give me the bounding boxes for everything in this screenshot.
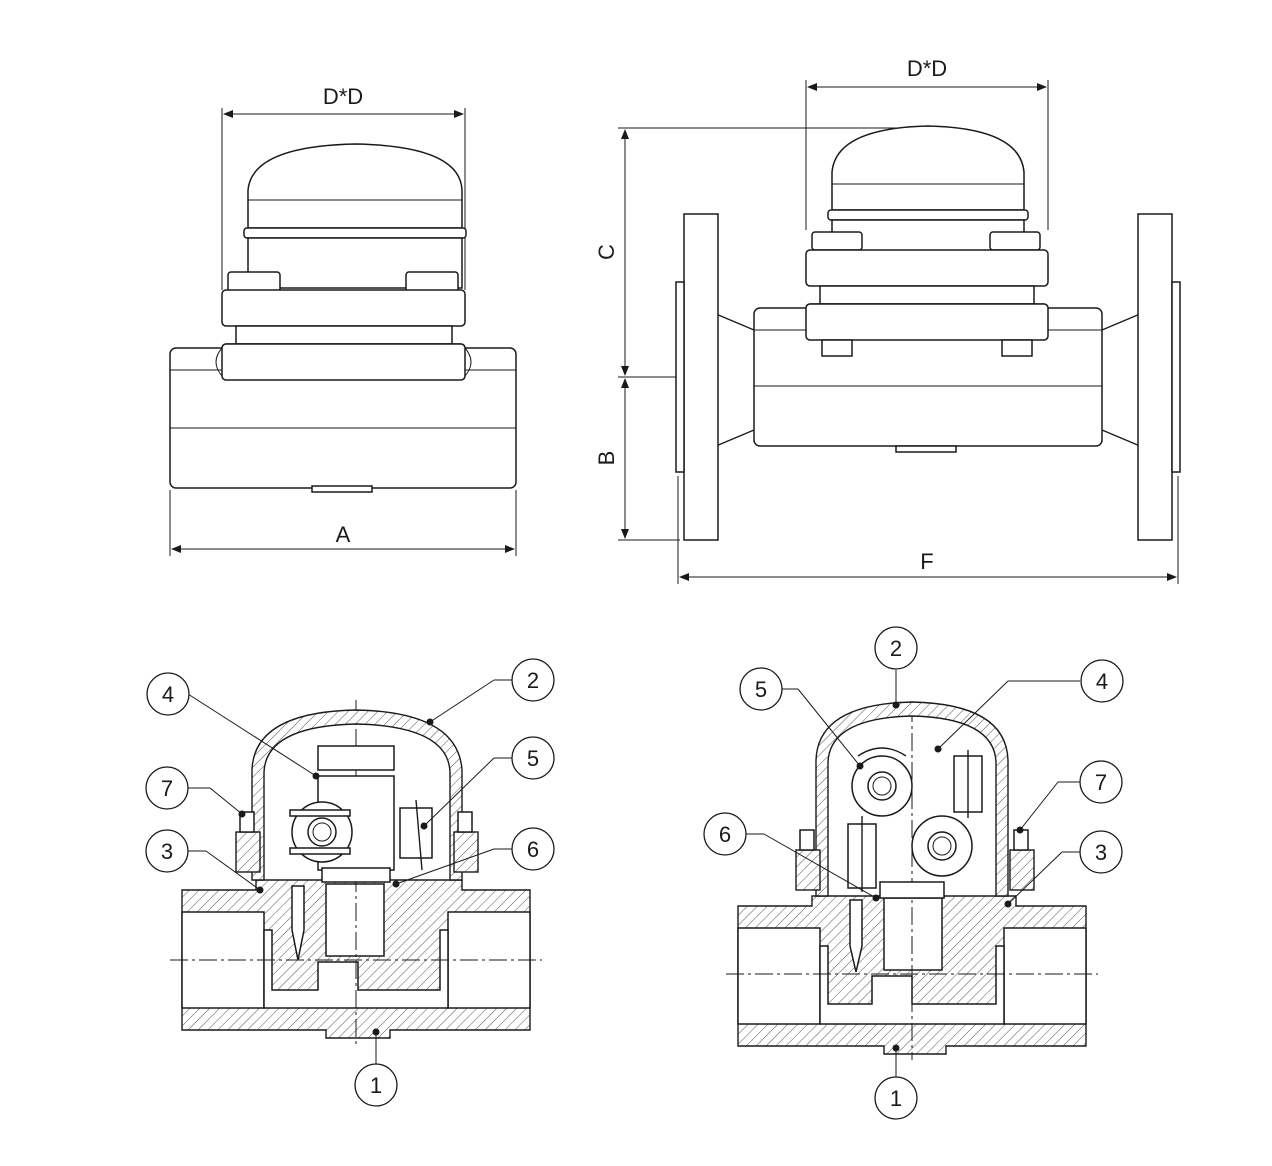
dim-label-f: F (920, 549, 933, 574)
callout-label: 3 (1095, 840, 1107, 865)
dimension-height: C B (594, 127, 930, 541)
dimension-length-a: A (169, 490, 517, 556)
callout-6-right: 6 (703, 812, 880, 902)
dim-label-dd-left: D*D (323, 84, 363, 109)
callout-3-left: 3 (145, 829, 264, 894)
callout-1-left: 1 (354, 1028, 398, 1107)
callout-label: 3 (161, 839, 173, 864)
callout-5-left: 5 (420, 736, 555, 830)
dim-label-dd-right: D*D (907, 56, 947, 81)
front-view-flanged: D*D C B (594, 56, 1181, 584)
callout-label: 6 (719, 822, 731, 847)
callout-label: 1 (890, 1086, 902, 1111)
dimension-width-left: D*D (221, 84, 466, 290)
callout-6-left: 6 (392, 827, 555, 888)
callout-label: 1 (370, 1073, 382, 1098)
section-view-right: 2 5 4 7 6 (703, 626, 1124, 1120)
callout-7-right: 7 (1016, 760, 1123, 834)
callout-7-left: 7 (145, 766, 246, 818)
callout-3-right: 3 (1004, 830, 1123, 908)
callout-1-right: 1 (874, 1044, 918, 1120)
dimension-width-right: D*D (805, 56, 1049, 230)
callout-label: 2 (527, 668, 539, 693)
callout-label: 6 (527, 837, 539, 862)
dim-label-c: C (594, 244, 619, 260)
section-view-left: 4 2 7 5 3 (145, 658, 555, 1107)
callout-2-left: 2 (426, 658, 555, 726)
callout-label: 7 (161, 776, 173, 801)
callout-label: 4 (1096, 669, 1108, 694)
callout-label: 2 (890, 636, 902, 661)
dim-label-b: B (594, 451, 619, 466)
callout-label: 5 (527, 746, 539, 771)
callout-2-right: 2 (874, 626, 918, 709)
callout-5-right: 5 (739, 667, 864, 770)
dimension-length-f: F (677, 476, 1179, 584)
callout-4-left: 4 (146, 672, 320, 780)
front-view-threaded: D*D A (169, 84, 517, 556)
callout-4-right: 4 (934, 659, 1124, 753)
dim-label-a: A (336, 522, 351, 547)
callout-label: 4 (162, 682, 174, 707)
callout-label: 5 (755, 677, 767, 702)
callout-label: 7 (1095, 770, 1107, 795)
